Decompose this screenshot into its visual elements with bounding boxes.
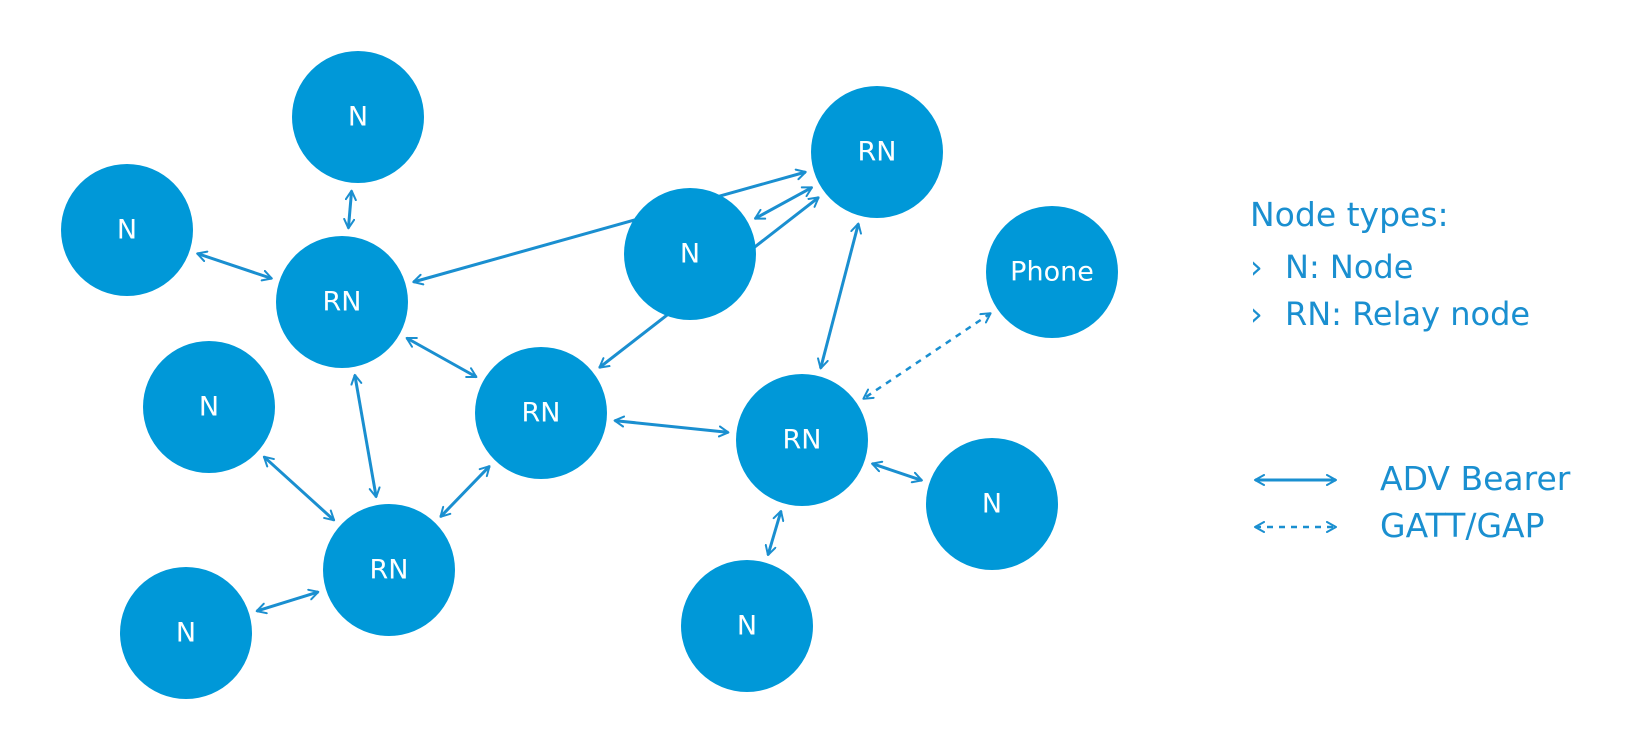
adv-bearer-link-rn4-rn5 <box>817 222 862 370</box>
adv-bearer-link-rn5-n7 <box>764 510 785 556</box>
node-circle <box>811 86 943 218</box>
relay-node-rn3: RN <box>475 347 607 479</box>
node-n1: N <box>61 164 193 296</box>
node-label: N <box>737 611 757 642</box>
legend-bullet-relay: › <box>1250 295 1263 333</box>
node-label: RN <box>370 555 409 586</box>
node-circle <box>624 188 756 320</box>
node-label: RN <box>522 398 561 429</box>
adv-bearer-link-rn2-rn3 <box>439 465 491 518</box>
node-circle <box>143 341 275 473</box>
gatt-gap-link-phone-rn5 <box>862 312 992 400</box>
node-n7: N <box>681 560 813 692</box>
node-circle <box>292 51 424 183</box>
adv-bearer-link-rn1-rn3 <box>405 336 478 379</box>
legend-adv-bearer-label: ADV Bearer <box>1380 459 1571 498</box>
node-circle <box>681 560 813 692</box>
legend: Node types: › N: Node › RN: Relay node A… <box>1250 195 1571 545</box>
node-n2: N <box>292 51 424 183</box>
node-label: N <box>176 618 196 649</box>
node-circle <box>61 164 193 296</box>
relay-node-rn5: RN <box>736 374 868 506</box>
node-label: N <box>680 239 700 270</box>
node-circle <box>986 206 1118 338</box>
adv-bearer-link-n5-rn4 <box>754 186 813 220</box>
relay-node-rn2: RN <box>323 504 455 636</box>
node-circle <box>276 236 408 368</box>
node-label: N <box>348 102 368 133</box>
legend-item-relay: RN: Relay node <box>1285 295 1530 333</box>
node-circle <box>736 374 868 506</box>
adv-bearer-link-n3-rn2 <box>262 455 336 522</box>
relay-node-rn4: RN <box>811 86 943 218</box>
node-circle <box>323 504 455 636</box>
legend-bullet-node: › <box>1250 248 1263 286</box>
node-n3: N <box>143 341 275 473</box>
node-n4: N <box>120 567 252 699</box>
node-n5: N <box>624 188 756 320</box>
adv-bearer-link-n2-rn1 <box>343 189 357 230</box>
node-circle <box>926 438 1058 570</box>
node-label: Phone <box>1010 257 1094 288</box>
adv-bearer-link-n4-rn2 <box>255 588 320 615</box>
node-label: RN <box>783 425 822 456</box>
adv-bearer-link-rn5-n6 <box>871 460 923 484</box>
adv-bearer-link-rn1-rn2 <box>350 373 381 499</box>
phone-node-phone: Phone <box>986 206 1118 338</box>
node-label: N <box>199 392 219 423</box>
legend-gatt-gap-label: GATT/GAP <box>1380 506 1544 545</box>
node-circle <box>120 567 252 699</box>
node-n6: N <box>926 438 1058 570</box>
adv-bearer-link-n1-rn1 <box>196 250 273 282</box>
node-label: N <box>982 489 1002 520</box>
node-circle <box>475 347 607 479</box>
node-label: RN <box>323 287 362 318</box>
node-label: RN <box>858 137 897 168</box>
relay-node-rn1: RN <box>276 236 408 368</box>
node-label: N <box>117 215 137 246</box>
legend-item-node: N: Node <box>1285 248 1413 286</box>
legend-title: Node types: <box>1250 195 1449 234</box>
adv-bearer-link-rn3-rn5 <box>613 415 730 438</box>
